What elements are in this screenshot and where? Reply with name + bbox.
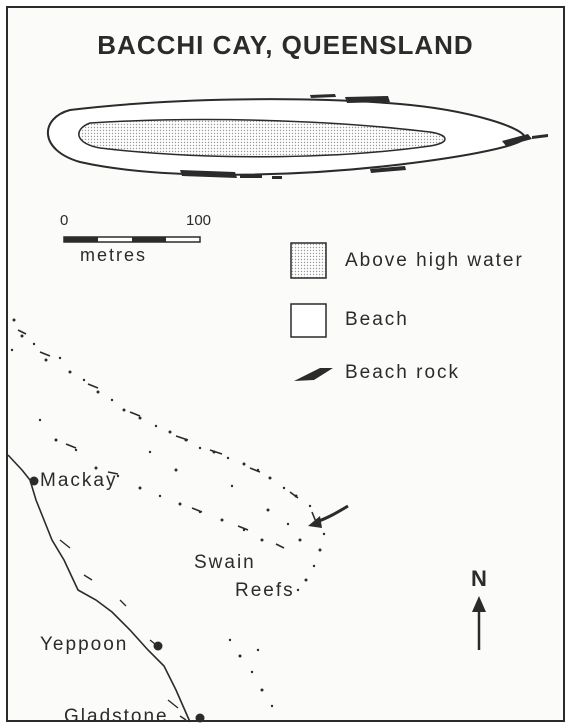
reef-dashes [17, 329, 317, 549]
empty-square-icon [290, 303, 327, 338]
place-label-gladstone: Gladstone [64, 706, 169, 727]
reef-label-line2: Reefs [235, 580, 295, 601]
map-title: BACCHI CAY, QUEENSLAND [97, 30, 474, 60]
beach-rock-icon [294, 368, 333, 381]
north-label: N [471, 566, 487, 591]
place-label-yeppoon: Yeppoon [40, 634, 129, 655]
reef-dots [10, 318, 326, 708]
coastline [7, 454, 191, 723]
reef-label-line1: Swain [194, 552, 256, 573]
place-label-mackay: Mackay [40, 470, 118, 491]
legend-label-above-high-water: Above high water [345, 250, 524, 271]
cay-above-high-water [78, 118, 446, 158]
scale-start-label: 0 [60, 212, 69, 229]
yeppoon-dot [153, 641, 163, 651]
legend-label-beach: Beach [345, 309, 409, 330]
north-arrow-icon [472, 596, 486, 650]
legend-label-beach-rock: Beach rock [345, 362, 461, 383]
cay-location-arrowhead [308, 516, 322, 528]
beach-rock-slabs [180, 94, 548, 179]
scale-bar [63, 236, 201, 243]
gladstone-dot [195, 713, 205, 723]
scale-end-label: 100 [186, 212, 212, 229]
stippled-square-icon [290, 242, 327, 279]
scale-unit-label: metres [80, 245, 148, 265]
coast-islands [59, 539, 187, 721]
mackay-dot [29, 476, 39, 486]
cay-location-arrow [315, 504, 349, 524]
